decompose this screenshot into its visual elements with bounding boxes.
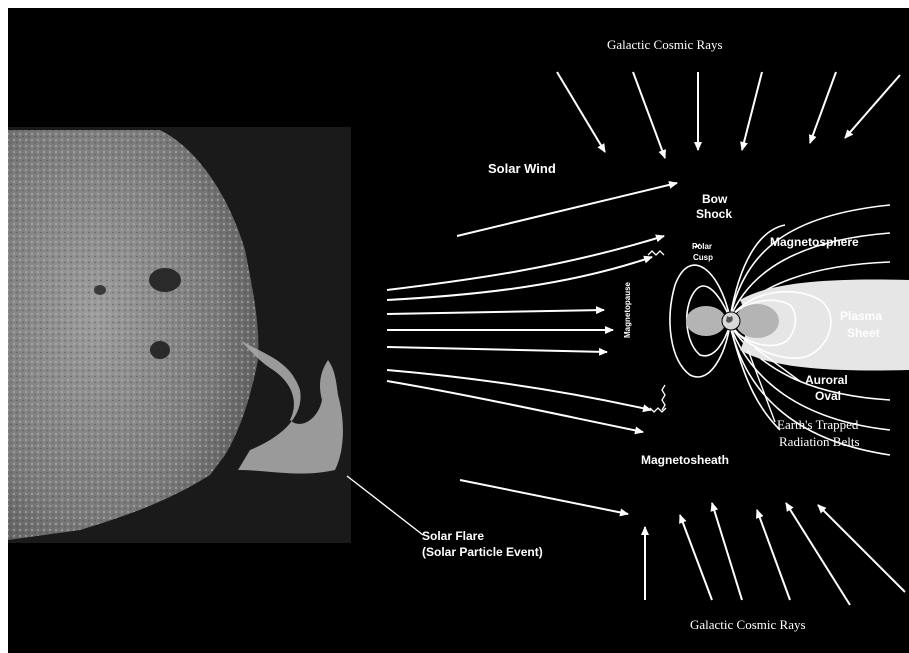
sunspot <box>149 268 181 292</box>
radiation-belts-label-line2: Radiation Belts <box>779 435 860 450</box>
cosmic-rays-bottom-label: Galactic Cosmic Rays <box>690 618 806 633</box>
magnetosphere-label: Magnetosphere <box>770 236 859 250</box>
cosmic-rays-top <box>557 72 900 158</box>
radiation-belt-left <box>686 306 726 336</box>
cosmic-rays-top-label: Galactic Cosmic Rays <box>607 38 723 53</box>
bow-shock-label-line1: Bow <box>702 193 727 207</box>
auroral-oval-label-line2: Oval <box>815 390 841 404</box>
solar-wind-label: Solar Wind <box>488 162 556 177</box>
leader-lines <box>347 244 801 535</box>
plasma-sheet-label-line1: Plasma <box>840 310 882 324</box>
plasma-sheet-label-line2: Sheet <box>847 327 880 341</box>
sunspot <box>150 341 170 359</box>
radiation-belts-label-line1: Earth's Trapped <box>777 418 858 433</box>
polar-cusp-label-line2: Cusp <box>693 253 713 262</box>
bow-shock-waves <box>648 251 666 412</box>
solar-flare-label-line1: Solar Flare <box>422 530 484 544</box>
radiation-belt-right <box>735 304 779 338</box>
solar-flare-label-line2: (Solar Particle Event) <box>422 546 543 560</box>
magnetosheath-label: Magnetosheath <box>641 454 729 468</box>
auroral-oval-label-line1: Auroral <box>805 374 848 388</box>
cosmic-rays-bottom <box>645 503 905 605</box>
solar-wind-arrows <box>387 183 677 514</box>
polar-cusp-label-line1: Polar <box>692 242 712 251</box>
magnetopause-label: Magnetopause <box>623 282 632 338</box>
bow-shock-label-line2: Shock <box>696 208 732 222</box>
sunspot <box>94 285 106 295</box>
